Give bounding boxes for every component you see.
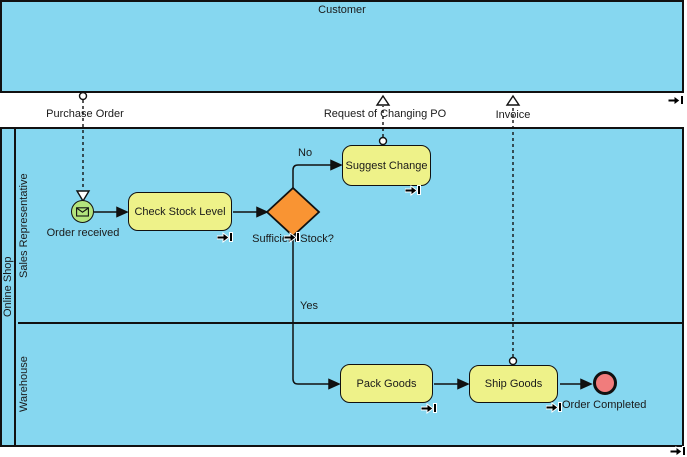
flow-label-yes: Yes <box>300 300 318 312</box>
task-check-stock-level[interactable]: Check Stock Level <box>128 192 232 231</box>
task-suggest-change-label: Suggest Change <box>345 159 428 172</box>
pool-online-shop-header[interactable]: Online Shop <box>2 129 16 445</box>
pool-customer-label: Customer <box>318 4 366 16</box>
jump-arrow-icon[interactable] <box>405 184 421 197</box>
pool-customer[interactable]: Customer <box>0 0 684 93</box>
message-flow-purchase-order-label: Purchase Order <box>46 108 124 120</box>
sequence-flow-ship-to-end[interactable] <box>560 378 593 390</box>
message-flow-purchase-order[interactable] <box>75 91 91 203</box>
jump-arrow-icon[interactable] <box>668 94 684 107</box>
jump-arrow-icon[interactable] <box>421 402 437 415</box>
sequence-flow-pack-to-ship[interactable] <box>434 378 470 390</box>
end-event-order-completed[interactable] <box>593 371 617 395</box>
sequence-flow-gateway-yes-to-pack-goods[interactable] <box>292 236 341 390</box>
gateway-sufficient-stock[interactable] <box>265 186 321 238</box>
jump-arrow-icon[interactable] <box>546 401 562 414</box>
start-event-label: Order received <box>46 227 120 239</box>
task-ship-goods-label: Ship Goods <box>484 378 543 390</box>
lane-divider <box>18 322 682 324</box>
task-check-stock-level-label: Check Stock Level <box>134 205 226 218</box>
jump-arrow-icon[interactable] <box>284 231 300 244</box>
sequence-flow-start-to-check-stock[interactable] <box>94 206 129 218</box>
jump-arrow-icon[interactable] <box>217 231 233 244</box>
task-ship-goods[interactable]: Ship Goods <box>469 365 558 403</box>
task-suggest-change[interactable]: Suggest Change <box>342 145 431 186</box>
jump-arrow-icon[interactable] <box>670 445 686 457</box>
envelope-icon <box>76 206 89 217</box>
sequence-flow-check-stock-to-gateway[interactable] <box>233 206 269 218</box>
message-flow-invoice[interactable] <box>505 94 521 366</box>
task-pack-goods-label: Pack Goods <box>356 377 417 390</box>
flow-label-no: No <box>298 147 313 159</box>
message-flow-request-changing-po[interactable] <box>375 94 391 146</box>
message-flow-invoice-label: Invoice <box>495 109 531 121</box>
task-pack-goods[interactable]: Pack Goods <box>340 364 433 403</box>
end-event-label: Order Completed <box>562 399 647 411</box>
start-event-order-received[interactable] <box>71 200 94 223</box>
message-flow-request-changing-po-label: Request of Changing PO <box>323 108 447 120</box>
sequence-flow-gateway-no-to-suggest-change[interactable] <box>292 159 343 189</box>
